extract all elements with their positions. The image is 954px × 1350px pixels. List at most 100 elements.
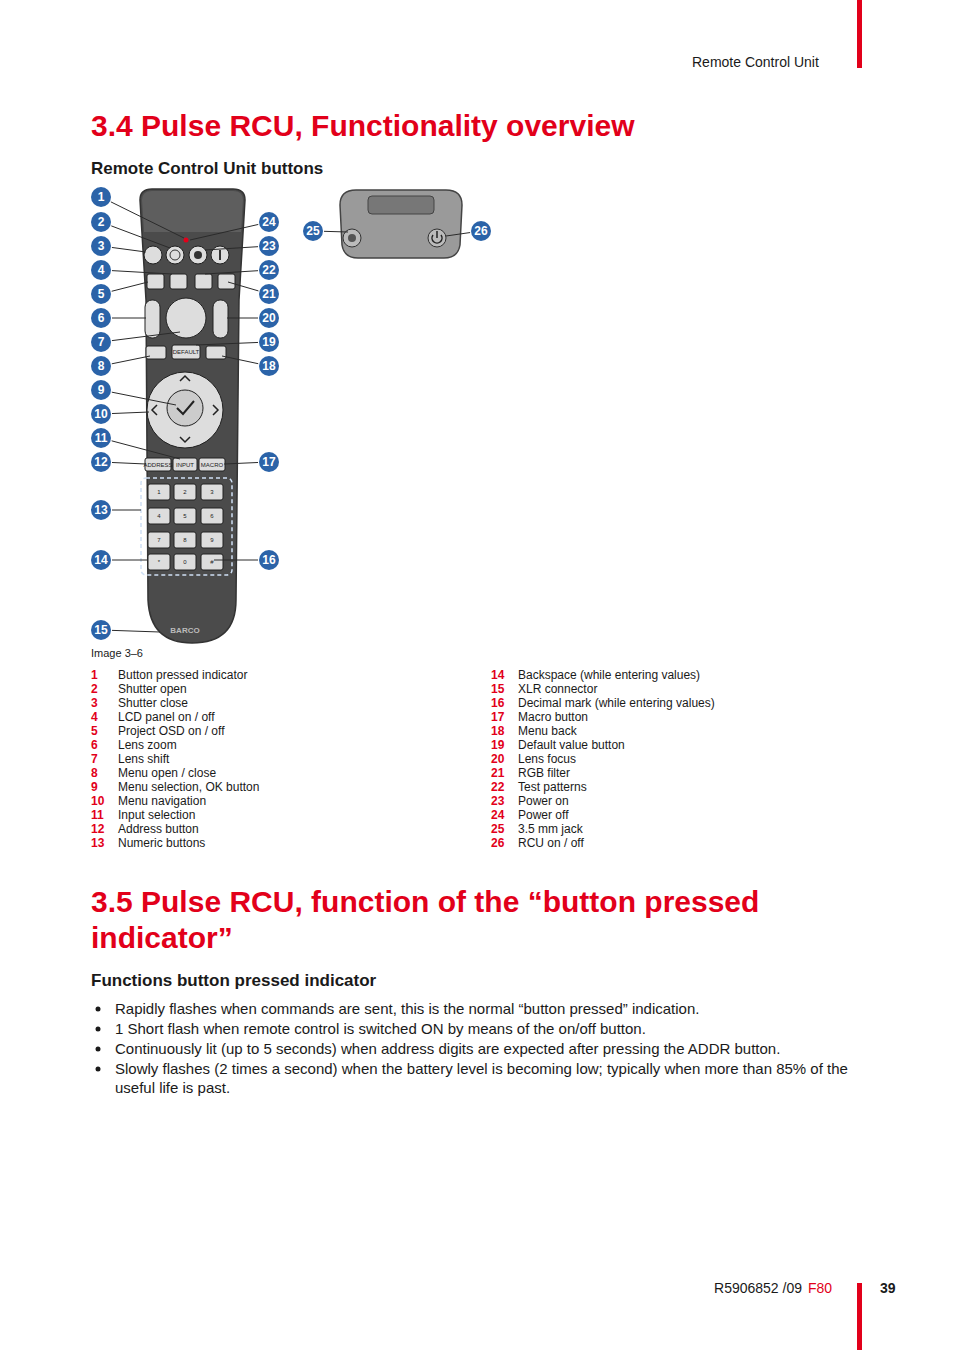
running-header: Remote Control Unit [692,54,819,70]
key-button [148,554,170,570]
leader-line [446,233,470,236]
table-text: LCD panel on / off [118,710,215,724]
table-number: 9 [91,780,98,794]
table-text: Lens shift [118,752,169,766]
key-label: ADDRESS [143,462,172,469]
leader-line [112,356,150,364]
callout-number: 3 [91,236,111,256]
table-text: RCU on / off [518,836,584,850]
table-text: Lens zoom [118,738,177,752]
table-text: Shutter close [118,696,188,710]
callout-number: 23 [259,236,279,256]
table-number: 24 [491,808,504,822]
key-label: 3 [210,489,213,496]
table-text: Test patterns [518,780,587,794]
leader-line [190,224,258,240]
leader-line [112,441,180,459]
key-label: DEFAULT [173,349,200,356]
callout-number: 2 [91,212,111,232]
red-bar [857,0,862,68]
table-number: 19 [491,738,504,752]
table-text: Macro button [518,710,588,724]
callout-number: 16 [259,550,279,570]
callout-number: 26 [471,221,491,241]
table-number: 14 [491,668,504,682]
callout-number: 15 [91,620,111,640]
key-label: INPUT [176,462,194,469]
table-number: 12 [91,822,104,836]
table-text: Lens focus [518,752,576,766]
table-number: 2 [91,682,98,696]
key-button [174,508,196,524]
leader-line [112,392,176,405]
leader-line [112,630,160,632]
leader-line [112,462,146,464]
callout-number: 14 [91,550,111,570]
table-text: Backspace (while entering values) [518,668,700,682]
key-label: MACRO [201,462,223,469]
leader-line [227,318,258,319]
leader-line [228,282,258,291]
callout-number: 11 [91,428,111,448]
key-label: 9 [210,537,213,544]
subheading: Functions button pressed indicator [91,971,376,991]
table-text: 3.5 mm jack [518,822,583,836]
table-number: 18 [491,724,504,738]
table-text: Input selection [118,808,195,822]
bullet-text: Continuously lit (up to 5 seconds) when … [115,1039,875,1058]
key-button [174,554,196,570]
callout-number: 21 [259,284,279,304]
callout-number: 1 [91,187,111,207]
model-code: F80 [808,1280,832,1296]
callout-number: 18 [259,356,279,376]
table-text: Button pressed indicator [118,668,247,682]
bullet [96,1027,101,1032]
key-button [148,484,170,500]
leader-line [205,271,258,274]
key-button [174,484,196,500]
bullet [96,1067,101,1072]
leader-line [214,560,258,561]
key-label: 4 [157,513,160,520]
leader-line [324,231,348,233]
table-text: Project OSD on / off [118,724,225,738]
callout-number: 20 [259,308,279,328]
leader-line [111,202,184,238]
leader-line [224,462,258,464]
page-number: 39 [880,1280,896,1296]
table-text: Power on [518,794,569,808]
key-label: 8 [183,537,186,544]
leader-line [112,560,148,561]
table-number: 17 [491,710,504,724]
key-label: 2 [183,489,186,496]
table-number: 20 [491,752,504,766]
key-button [148,508,170,524]
callout-number: 9 [91,380,111,400]
leader-line [112,412,149,414]
table-text: Menu selection, OK button [118,780,259,794]
callout-number: 17 [259,452,279,472]
key-button [148,532,170,548]
table-number: 23 [491,794,504,808]
bullet-text: Rapidly flashes when commands are sent, … [115,999,875,1018]
table-number: 10 [91,794,104,808]
callout-number: 12 [91,452,111,472]
leader-line [112,332,180,341]
page-title: 3.4 Pulse RCU, Functionality overview [91,108,891,144]
table-number: 4 [91,710,98,724]
table-text: Power off [518,808,568,822]
callout-number: 8 [91,356,111,376]
table-number: 8 [91,766,98,780]
key-label: 0 [183,559,186,566]
callout-number: 25 [303,221,323,241]
section-heading: 3.5 Pulse RCU, function of the “button p… [91,884,871,956]
red-bar [857,1283,862,1350]
image-caption: Image 3–6 [91,647,143,660]
table-number: 3 [91,696,98,710]
leader-line [112,318,146,319]
table-number: 16 [491,696,504,710]
brand-logo: BARCO [170,626,199,635]
callout-number: 22 [259,260,279,280]
key-button [201,554,223,570]
table-text: Address button [118,822,199,836]
